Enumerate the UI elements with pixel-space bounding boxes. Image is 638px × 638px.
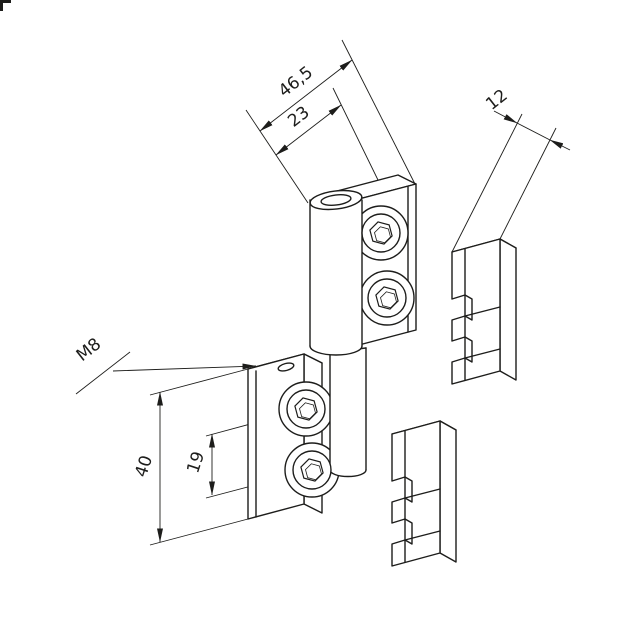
extension-line <box>149 368 249 396</box>
dimension-line-46-5 <box>259 59 353 132</box>
hinge-lower-leaf <box>247 347 367 520</box>
extension-line <box>451 113 523 253</box>
dim-label-19: 19 <box>183 449 209 476</box>
dim-label-m8: M8 <box>73 334 105 365</box>
hex-screw-icon <box>367 278 407 318</box>
extension-line <box>341 39 417 187</box>
dim-label-23: 23 <box>284 103 313 132</box>
cover-cap-bottom <box>391 420 457 567</box>
upper-barrel-body <box>310 200 362 355</box>
crop-mark <box>0 0 11 11</box>
dim-label-40: 40 <box>131 453 157 480</box>
extension-line <box>245 109 309 204</box>
upper-barrel-bottom-arc <box>309 345 363 356</box>
cap-seam-line <box>404 530 441 541</box>
cap-side-face <box>499 238 517 381</box>
dimension-line-23 <box>275 104 342 156</box>
upper-barrel-top-ellipse <box>309 189 363 211</box>
cap-notch-walls <box>464 294 473 363</box>
dimension-group-m8: M8 <box>73 334 257 395</box>
dimension-arrow-tail <box>493 110 518 124</box>
cap-side-face <box>439 420 457 563</box>
hex-screw-icon <box>361 213 401 253</box>
cap-front-face <box>391 420 441 567</box>
hinge-upper-leaf <box>309 174 417 356</box>
lower-barrel-body <box>330 348 366 477</box>
dim-label-12: 12 <box>482 86 511 115</box>
leader-line-m8 <box>112 363 257 372</box>
dimension-line-12 <box>516 122 551 141</box>
cap-seam-line <box>464 306 501 317</box>
cover-cap-top <box>451 238 517 385</box>
dimension-line-m8 <box>75 351 131 395</box>
hex-screw-icon <box>286 389 326 429</box>
upper-barrel-pin-bore <box>320 194 352 206</box>
hex-screw-icon <box>292 450 332 490</box>
dim-label-46-5: 46,5 <box>275 63 317 102</box>
extension-line <box>149 518 249 546</box>
cap-seam-line <box>464 348 501 359</box>
dimension-arrow-tail <box>549 139 571 151</box>
cap-seam-line <box>404 488 441 499</box>
dimension-group-12: 12 <box>451 86 571 253</box>
extension-line <box>332 87 379 181</box>
cap-front-face <box>451 238 501 385</box>
cap-notch-walls <box>404 476 413 545</box>
extension-line <box>499 127 557 240</box>
m8-thread-hole <box>277 362 295 372</box>
